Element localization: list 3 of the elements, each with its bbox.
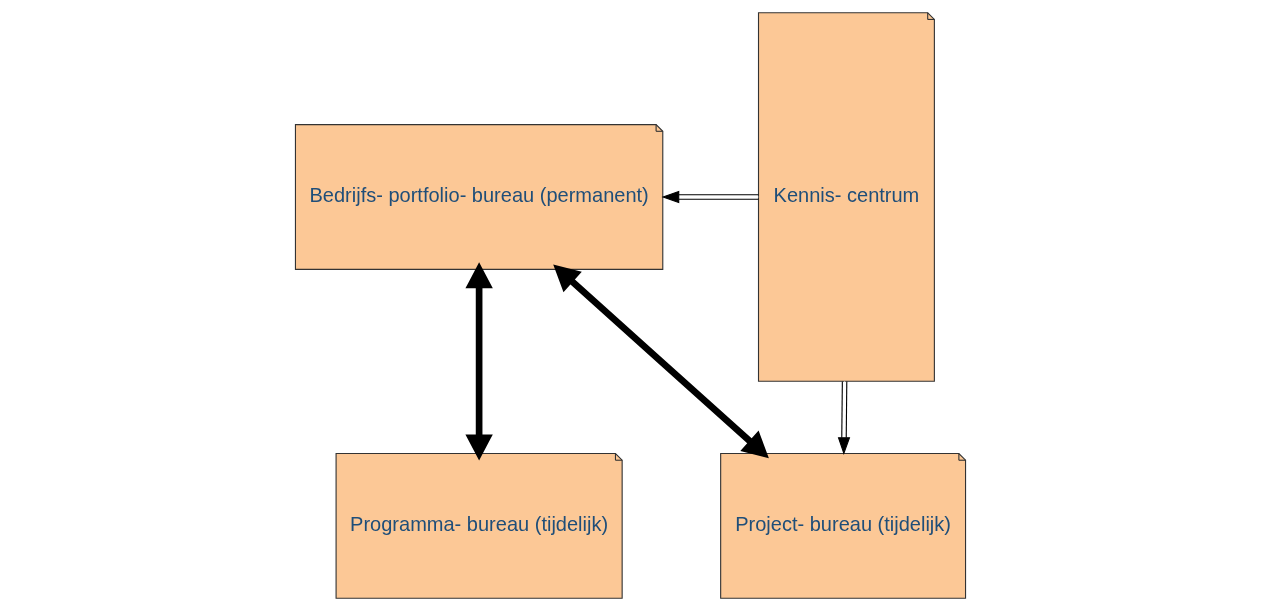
arrow bbox=[465, 262, 493, 461]
arrow bbox=[837, 380, 851, 455]
arrow bbox=[661, 190, 759, 204]
